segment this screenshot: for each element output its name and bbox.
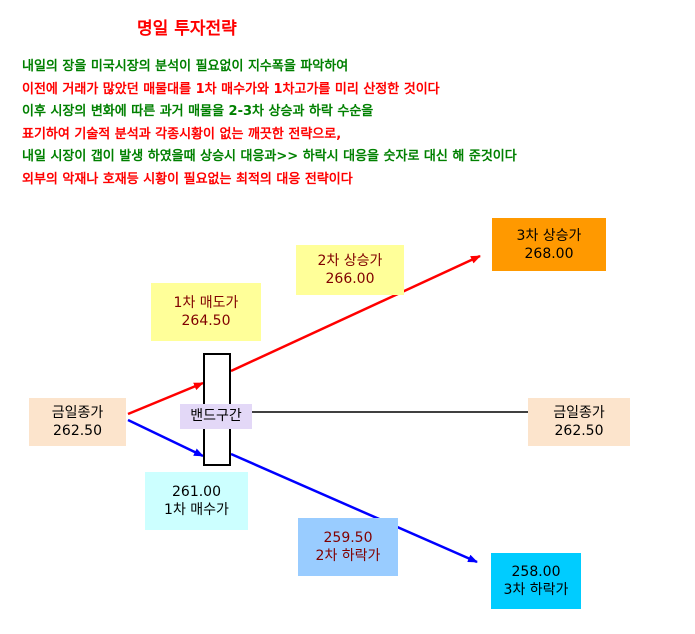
- node-label: 금일종가: [51, 405, 104, 421]
- node-label: 2차 하락가: [315, 548, 381, 564]
- node-label: 1차 매도가: [173, 295, 239, 311]
- node-value: 264.50: [181, 313, 231, 329]
- node-label: 1차 매수가: [164, 502, 229, 518]
- node-value: 261.00: [172, 484, 221, 500]
- up-arrow-to-rise3: [230, 254, 481, 373]
- node-value: 262.50: [53, 423, 102, 439]
- description-line: 표기하여 기술적 분석과 각종시황이 없는 깨끗한 전략으로,: [22, 126, 342, 142]
- description-line: 외부의 악재나 호재등 시황이 필요없는 최적의 대응 전략이다: [22, 171, 353, 187]
- band-zone-label: 밴드구간: [180, 404, 252, 429]
- down-arrow-to-fall3: [230, 452, 478, 564]
- up-arrow-to-band: [127, 381, 204, 416]
- node-value: 258.00: [511, 564, 561, 580]
- node-close-right: 금일종가 262.50: [528, 398, 630, 446]
- node-value: 266.00: [325, 271, 375, 287]
- strategy-description: 내일의 장을 미국시장의 분석이 필요없이 지수폭을 파악하여 이전에 거래가 …: [22, 56, 517, 191]
- node-rise3: 3차 상승가 268.00: [492, 218, 606, 271]
- node-label: 3차 하락가: [503, 582, 569, 598]
- down-arrow-to-band: [127, 418, 204, 458]
- node-value: 259.50: [323, 530, 373, 546]
- page-title: 명일 투자전략: [137, 19, 237, 39]
- description-line: 이후 시장의 변화에 따른 과거 매물을 2-3차 상승과 하락 수순을: [22, 104, 374, 119]
- description-line: 이전에 거래가 많았던 매물대를 1차 매수가와 1차고가를 미리 산정한 것이…: [22, 81, 440, 97]
- node-sell1: 1차 매도가 264.50: [151, 283, 261, 341]
- description-line: 내일 시장이 갭이 발생 하였을때 상승시 대응과>> 하락시 대응을 숫자로 …: [22, 149, 517, 164]
- node-fall2: 259.50 2차 하락가: [298, 518, 398, 576]
- node-value: 268.00: [524, 245, 574, 262]
- node-label: 2차 상승가: [317, 253, 383, 269]
- node-rise2: 2차 상승가 266.00: [296, 245, 404, 295]
- node-label: 3차 상승가: [516, 227, 582, 244]
- node-buy1: 261.00 1차 매수가: [145, 472, 248, 530]
- node-label: 금일종가: [553, 405, 605, 421]
- node-close-left: 금일종가 262.50: [29, 398, 126, 446]
- node-fall3: 258.00 3차 하락가: [491, 553, 581, 609]
- node-value: 262.50: [554, 423, 604, 439]
- description-line: 내일의 장을 미국시장의 분석이 필요없이 지수폭을 파악하여: [22, 59, 349, 74]
